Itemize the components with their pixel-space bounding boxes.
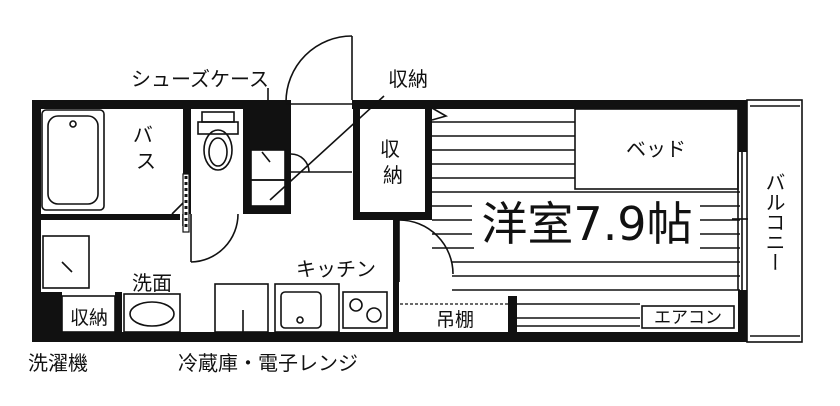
toilet-door <box>182 173 190 233</box>
label-aircon: エアコン <box>654 308 722 328</box>
label-washbasin: 洗面 <box>132 271 172 295</box>
label-room: 洋室7.9帖 <box>481 197 692 251</box>
label-balcony: バルコニー <box>762 172 786 272</box>
shoe-case <box>250 149 352 207</box>
bathtub <box>41 109 105 211</box>
interior-walls <box>32 100 517 332</box>
label-bath-char2: ス <box>136 149 156 173</box>
leader-lines <box>267 88 385 201</box>
aircon <box>641 305 735 329</box>
label-washer: 洗濯機 <box>28 351 88 375</box>
wash-door <box>190 213 239 263</box>
label-storage-closet-char2: 納 <box>383 163 403 187</box>
outer-walls <box>32 100 747 342</box>
entrance-door <box>285 35 353 105</box>
room-label-bg <box>474 194 700 250</box>
label-bed: ベッド <box>626 137 686 161</box>
label-hanging-shelf: 吊棚 <box>436 309 474 331</box>
kitchen-equipment <box>214 283 388 333</box>
label-kitchen: キッチン <box>296 257 376 281</box>
bed <box>574 108 739 190</box>
label-storage-closet: 収 納 <box>380 137 406 187</box>
toilet <box>197 111 239 171</box>
label-bath-char1: バ <box>133 123 153 147</box>
label-bath: バ ス <box>133 123 159 173</box>
balcony <box>746 99 803 343</box>
label-fridge-microwave: 冷蔵庫・電子レンジ <box>178 351 358 375</box>
balcony-door <box>732 152 748 290</box>
label-storage-closet-char1: 収 <box>380 137 400 161</box>
label-storage-top: 収納 <box>388 67 428 91</box>
room-door <box>398 219 454 282</box>
label-storage-small: 収納 <box>70 307 108 329</box>
label-shoes-case: シューズケース <box>131 67 269 91</box>
storage-small-box <box>61 295 116 333</box>
washer-pan <box>42 235 90 289</box>
closet-marker <box>431 107 449 121</box>
wash-basin <box>123 293 181 333</box>
